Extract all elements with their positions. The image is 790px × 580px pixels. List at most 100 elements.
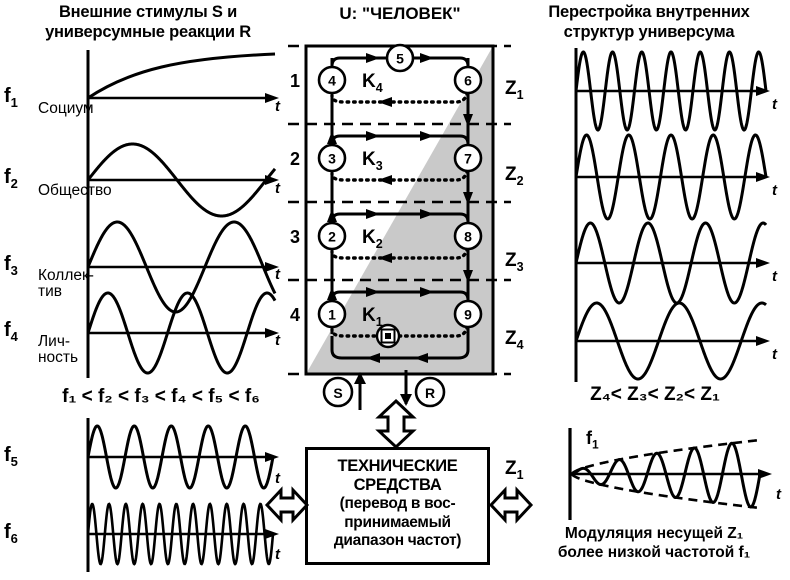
plot-z1-t-label: t [772,96,777,113]
stimulus-node-circle [322,376,354,408]
node-label-8: 8 [464,229,472,245]
plot-f4-name: Лич- ность [38,334,78,366]
waveform-f1 [87,52,276,100]
z-sub: 2 [516,173,524,188]
plot-z3-svg [574,220,770,306]
plot-f6-freq-label: f6 [4,521,18,546]
plot-f2-svg [86,134,279,226]
x-axis-arrow [265,328,279,338]
feedback-arrow-0 [378,97,392,107]
z-base: Z [505,164,517,185]
node-circle-1 [317,299,347,329]
right-panel-title: Перестройка внутренних структур универсу… [510,2,788,42]
forward-arrow-a-0 [366,53,380,63]
x-axis-arrow [265,262,279,272]
right-horizontal-double-arrow [488,486,534,524]
plot-z2-t-label: t [772,182,777,199]
stimulus-reaction-group: S R [310,370,490,410]
stimulus-node-label: S [333,385,342,401]
waveform-z4 [574,301,767,381]
freq-sub: 4 [10,329,18,344]
waveform-f6 [86,502,275,566]
waveform-f5 [86,424,275,490]
plot-f1 [30,48,285,136]
feedback-arrow-1 [378,175,392,185]
bottom-return-arrow-b [414,353,428,363]
z-sub: 3 [516,259,524,274]
waveform-z3 [574,221,768,305]
plot-z3-label: Z3 [505,250,524,274]
right-rail-arrow-0 [463,114,473,127]
freq-base: f [4,319,11,341]
nested-square-icon-inner [385,333,391,339]
z-sub: 1 [516,87,524,102]
x-axis-arrow [265,93,279,103]
node-label-5: 5 [396,51,404,67]
forward-arrow-b-0 [420,53,434,63]
plot-z1-label: Z1 [505,78,524,102]
freq-sub: 2 [10,176,18,191]
k-label-3: K3 [362,149,383,173]
forward-arrow-a-1 [366,131,380,141]
modulation-caption: Модуляция несущей Z₁ более низкой частот… [520,524,788,562]
plot-f4-freq-label: f4 [4,319,18,344]
k-label-4: K4 [362,71,383,95]
reaction-node-circle [414,376,446,408]
node-circle-4 [317,65,347,95]
waveform-f4 [86,291,277,375]
left-panel-title-line2: универсумные реакции R [45,23,251,41]
plot-z4 [528,300,778,382]
row-number-1: 1 [290,71,300,91]
left-horizontal-double-arrow [264,486,310,524]
z-sub: 4 [516,337,524,352]
forward-arrow-b-2 [420,209,434,219]
envelope-base: f [586,428,592,448]
envelope-sub: 1 [592,437,599,452]
z-inequality: Z₄< Z₃< Z₂< Z₁ [590,384,720,405]
double-arrow-shape [264,486,310,524]
right-hdouble-arrow-svg [488,486,534,524]
plot-z4-svg [574,300,770,382]
vertical-double-arrow [375,398,417,450]
nested-square-icon-outer [380,328,396,344]
modulation-caption-line1: Модуляция несущей Z₁ [564,525,744,542]
plot-z2-svg [574,133,770,221]
node-label-4: 4 [328,73,336,89]
plot-f2 [30,134,285,226]
node-circle-9 [453,299,483,329]
plot-f5-t-label: t [275,470,280,487]
tech-line3: (перевод в вос- [339,495,456,512]
bottom-return-arrow-a [366,353,380,363]
left-panel-title: Внешние стимулы S и универсумные реакции… [12,2,284,42]
right-panel-title-line1: Перестройка внутренних [548,3,750,21]
forward-arrow-a-2 [366,209,380,219]
node-circle-8 [453,221,483,251]
tech-line5: диапазон частот) [333,532,462,549]
plot-f1-t-label: t [275,98,280,115]
plot-f3-name-line2: тив [38,283,62,300]
plot-z3-t-label: t [772,268,777,285]
frequency-inequality: f₁ < f₂ < f₃ < f₄ < f₅ < f₆ [62,386,260,407]
freq-sub: 3 [10,263,18,278]
freq-sub: 6 [10,531,18,546]
plot-z4-t-label: t [772,346,777,363]
right-rail-arrow-1 [463,192,473,205]
node-circle-7 [453,143,483,173]
node-circle-3 [317,143,347,173]
k-label-1: K1 [362,305,383,329]
forward-arrow-a-3 [366,287,380,297]
envelope-upper [570,438,761,475]
tech-line2: СРЕДСТВА [353,476,442,494]
node-label-2: 2 [328,229,336,245]
row-number-4: 4 [290,305,300,325]
node-label-1: 1 [328,307,336,323]
technical-means-box: ТЕХНИЧЕСКИЕ СРЕДСТВА (перевод в вос- при… [305,447,490,565]
plot-f4-svg [86,288,279,378]
waveform-z2 [574,133,768,221]
plot-f3-t-label: t [275,266,280,283]
plot-f3-freq-label: f3 [4,253,18,278]
modulation-t-label: t [776,486,781,503]
x-axis-arrow [758,469,772,479]
plot-f6-svg [86,496,279,572]
left-rail-arrow-2 [327,287,337,300]
